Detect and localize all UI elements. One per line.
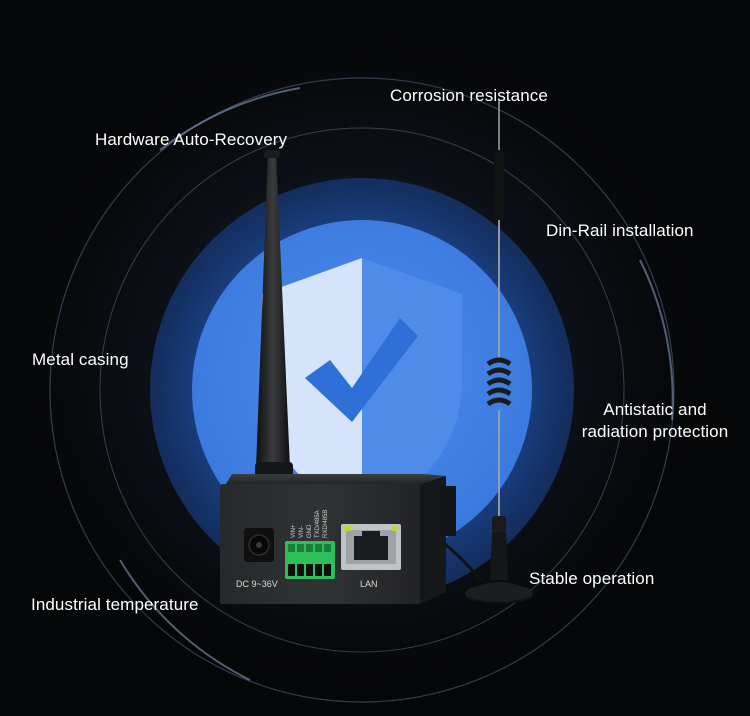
feature-hardware-auto-recovery: Hardware Auto-Recovery <box>95 130 288 149</box>
checkmark-icon <box>305 318 418 422</box>
pin-label-txd: TXD/485A <box>315 510 321 538</box>
feature-antistatic-radiation: Antistatic and radiation protection <box>570 399 740 443</box>
pin-label-vin-minus: VIN- <box>299 526 305 538</box>
feature-corrosion-resistance: Corrosion resistance <box>390 86 548 105</box>
pin-label-vin-plus: VIN+ <box>291 524 297 538</box>
lan-led-right <box>391 526 398 531</box>
feature-antistatic-line2: radiation protection <box>581 422 729 441</box>
orbit-rings <box>49 77 675 703</box>
feature-stable-operation: Stable operation <box>529 569 655 588</box>
feature-din-rail-installation: Din-Rail installation <box>546 221 694 240</box>
power-label: DC 9~36V <box>236 579 278 589</box>
pin-label-gnd: GND <box>307 524 313 538</box>
feature-antistatic-line1: Antistatic and <box>603 400 707 419</box>
lan-led-left <box>344 526 351 531</box>
router-device <box>220 474 456 604</box>
lan-label: LAN <box>360 579 378 589</box>
feature-metal-casing: Metal casing <box>32 350 129 369</box>
feature-industrial-temperature: Industrial temperature <box>31 595 199 614</box>
orbit-arc-highlights <box>119 87 674 681</box>
pin-label-rxd: RXD/485B <box>323 509 329 538</box>
magnetic-whip-antenna <box>439 100 533 604</box>
